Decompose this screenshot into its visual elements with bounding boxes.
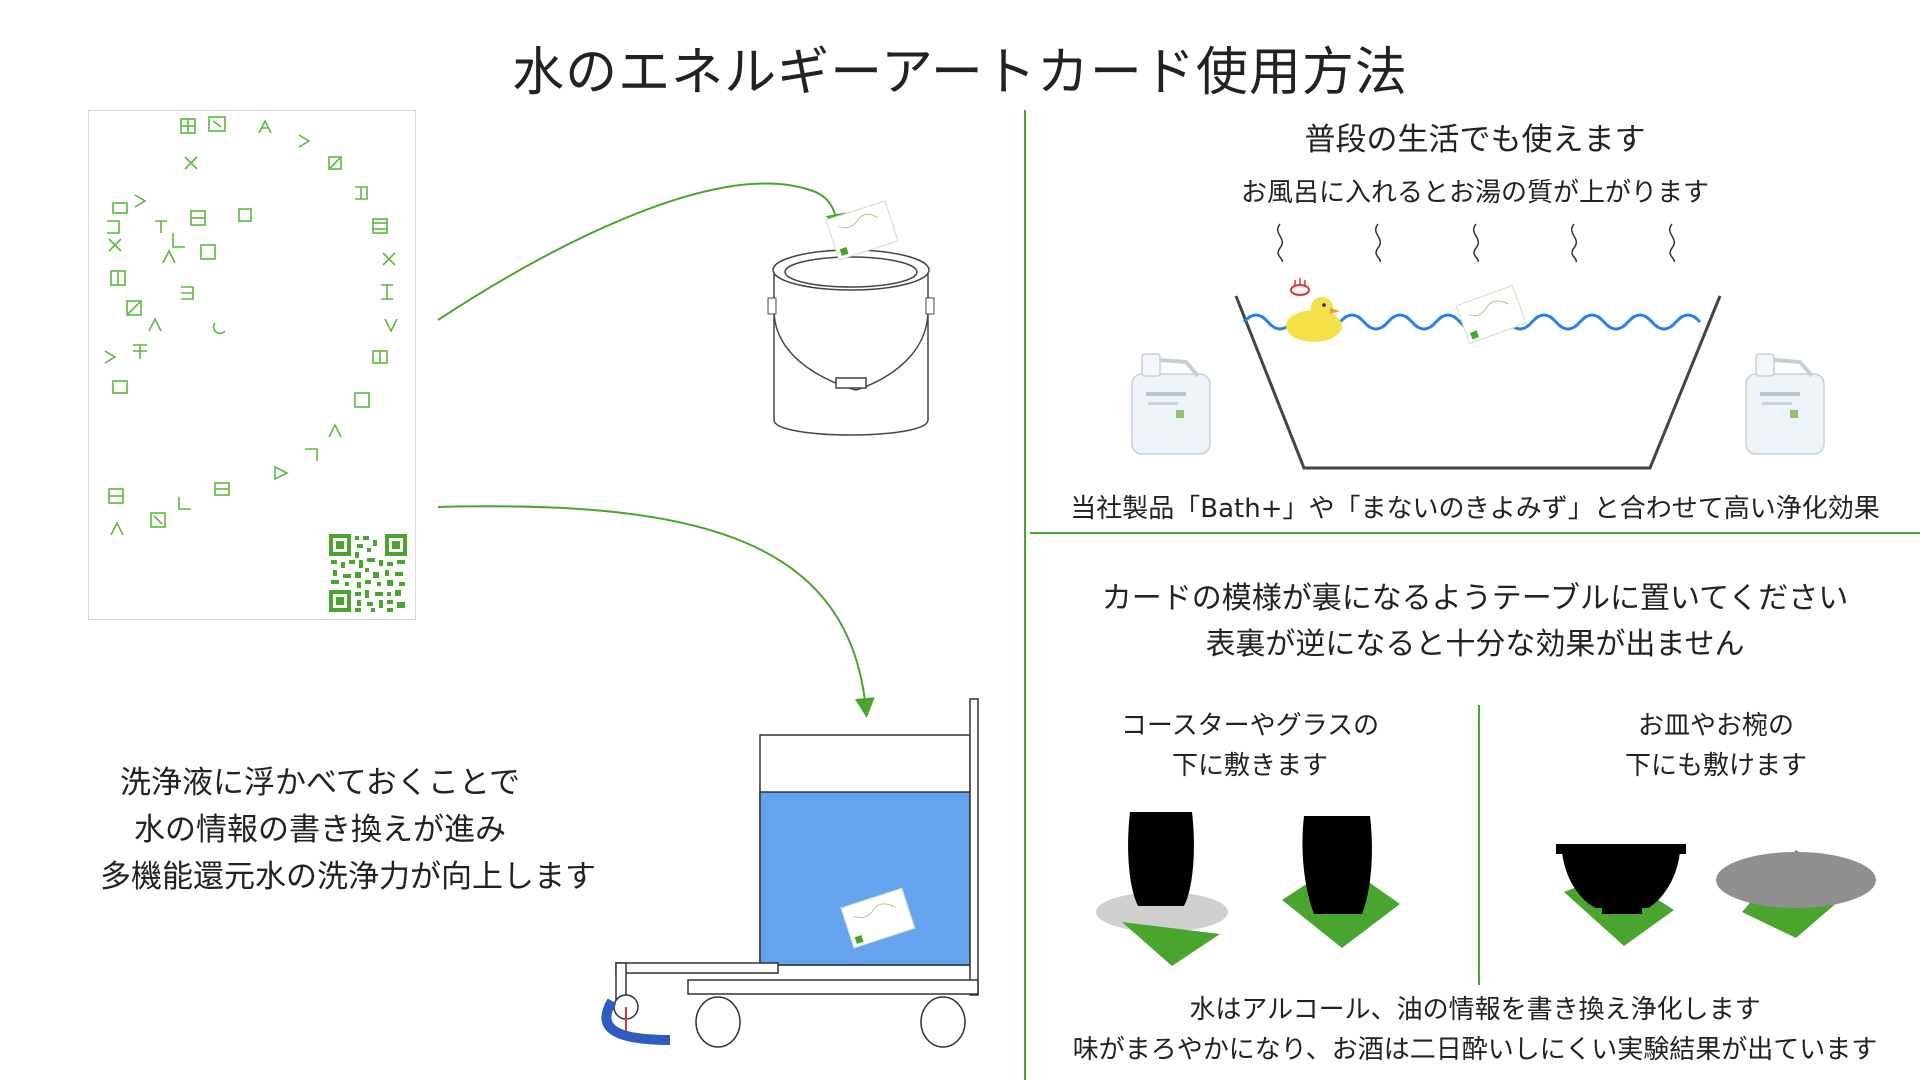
hot-spring-icon	[1290, 278, 1310, 296]
bowl-and-plate	[1556, 844, 1876, 946]
caption-line: 下にも敷けます	[1624, 751, 1807, 781]
energy-art-card	[88, 110, 416, 620]
qr-code	[329, 534, 407, 612]
steam-icon	[1571, 223, 1577, 263]
steam-icon	[1277, 223, 1283, 263]
card-in-tank	[840, 887, 916, 949]
paint-bucket	[767, 200, 935, 436]
detergent-bottle	[1745, 353, 1825, 455]
cleaning-cart	[601, 698, 979, 1048]
card-in-bucket	[825, 200, 899, 261]
steam-icon	[1473, 223, 1479, 263]
bath-heading: 普段の生活でも使えます	[1304, 122, 1646, 158]
instruction-line: カードの模様が裏になるようテーブルに置いてください	[1101, 581, 1849, 616]
arrow-to-cart	[437, 505, 875, 718]
column-divider	[1478, 705, 1480, 985]
caption-line: 多機能還元水の洗浄力が向上します	[100, 859, 596, 895]
horizontal-divider	[1030, 532, 1920, 534]
caption-line: お皿やお椀の	[1637, 711, 1794, 741]
coaster-plate	[1096, 892, 1228, 932]
footer-line: 味がまろやかになり、お酒は二日酔いしにくい実験結果が出ています	[1072, 1035, 1878, 1065]
vertical-divider	[1024, 110, 1026, 1080]
glass-cup-icon	[1302, 816, 1372, 914]
instruction-line: 表裏が逆になると十分な効果が出ません	[1205, 627, 1745, 662]
table-instructions: カードの模様が裏になるようテーブルに置いてください 表裏が逆になると十分な効果が…	[1030, 576, 1920, 668]
coaster-caption: コースターやグラスの 下に敷きます	[1050, 706, 1450, 786]
card-under-glass	[1122, 922, 1220, 966]
bathtub	[1234, 278, 1722, 470]
glass-cup-icon	[1128, 812, 1194, 906]
steam-icon	[1375, 223, 1381, 263]
rice-bowl-icon	[1562, 852, 1680, 908]
drain-hose	[601, 998, 671, 1045]
bath-subheading: お風呂に入れるとお湯の質が上がります	[1240, 178, 1709, 208]
rubber-duck	[1286, 297, 1342, 342]
card-pattern	[104, 116, 398, 536]
steam-icon	[1669, 223, 1675, 263]
plate-caption: お皿やお椀の 下にも敷けます	[1516, 706, 1916, 786]
caption-line: 下に敷きます	[1171, 751, 1328, 781]
left-caption: 洗浄液に浮かべておくことで 水の情報の書き換えが進み 多機能還元水の洗浄力が向上…	[100, 760, 596, 901]
plate-icon	[1716, 852, 1876, 908]
water-tank	[759, 791, 971, 966]
glasses-on-coasters	[1096, 812, 1400, 966]
footer-line: 水はアルコール、油の情報を書き換え浄化します	[1189, 995, 1761, 1025]
caption-line: 洗浄液に浮かべておくことで	[120, 765, 520, 801]
cart-wheel	[920, 996, 966, 1048]
caption-line: コースターやグラスの	[1120, 711, 1380, 741]
table-footer: 水はアルコール、油の情報を書き換え浄化します 味がまろやかになり、お酒は二日酔い…	[1030, 990, 1920, 1070]
detergent-bottle	[1131, 353, 1211, 455]
card-in-bath	[1455, 284, 1527, 345]
page-title: 水のエネルギーアートカード使用方法	[512, 43, 1408, 103]
steam-marks	[1277, 223, 1675, 263]
bath-footer: 当社製品「Bath+」や「まないのきよみず」と合わせて高い浄化効果	[1070, 494, 1880, 524]
cart-wheel	[695, 996, 741, 1048]
glyph-mark	[180, 118, 196, 134]
caption-line: 水の情報の書き換えが進み	[134, 812, 506, 848]
